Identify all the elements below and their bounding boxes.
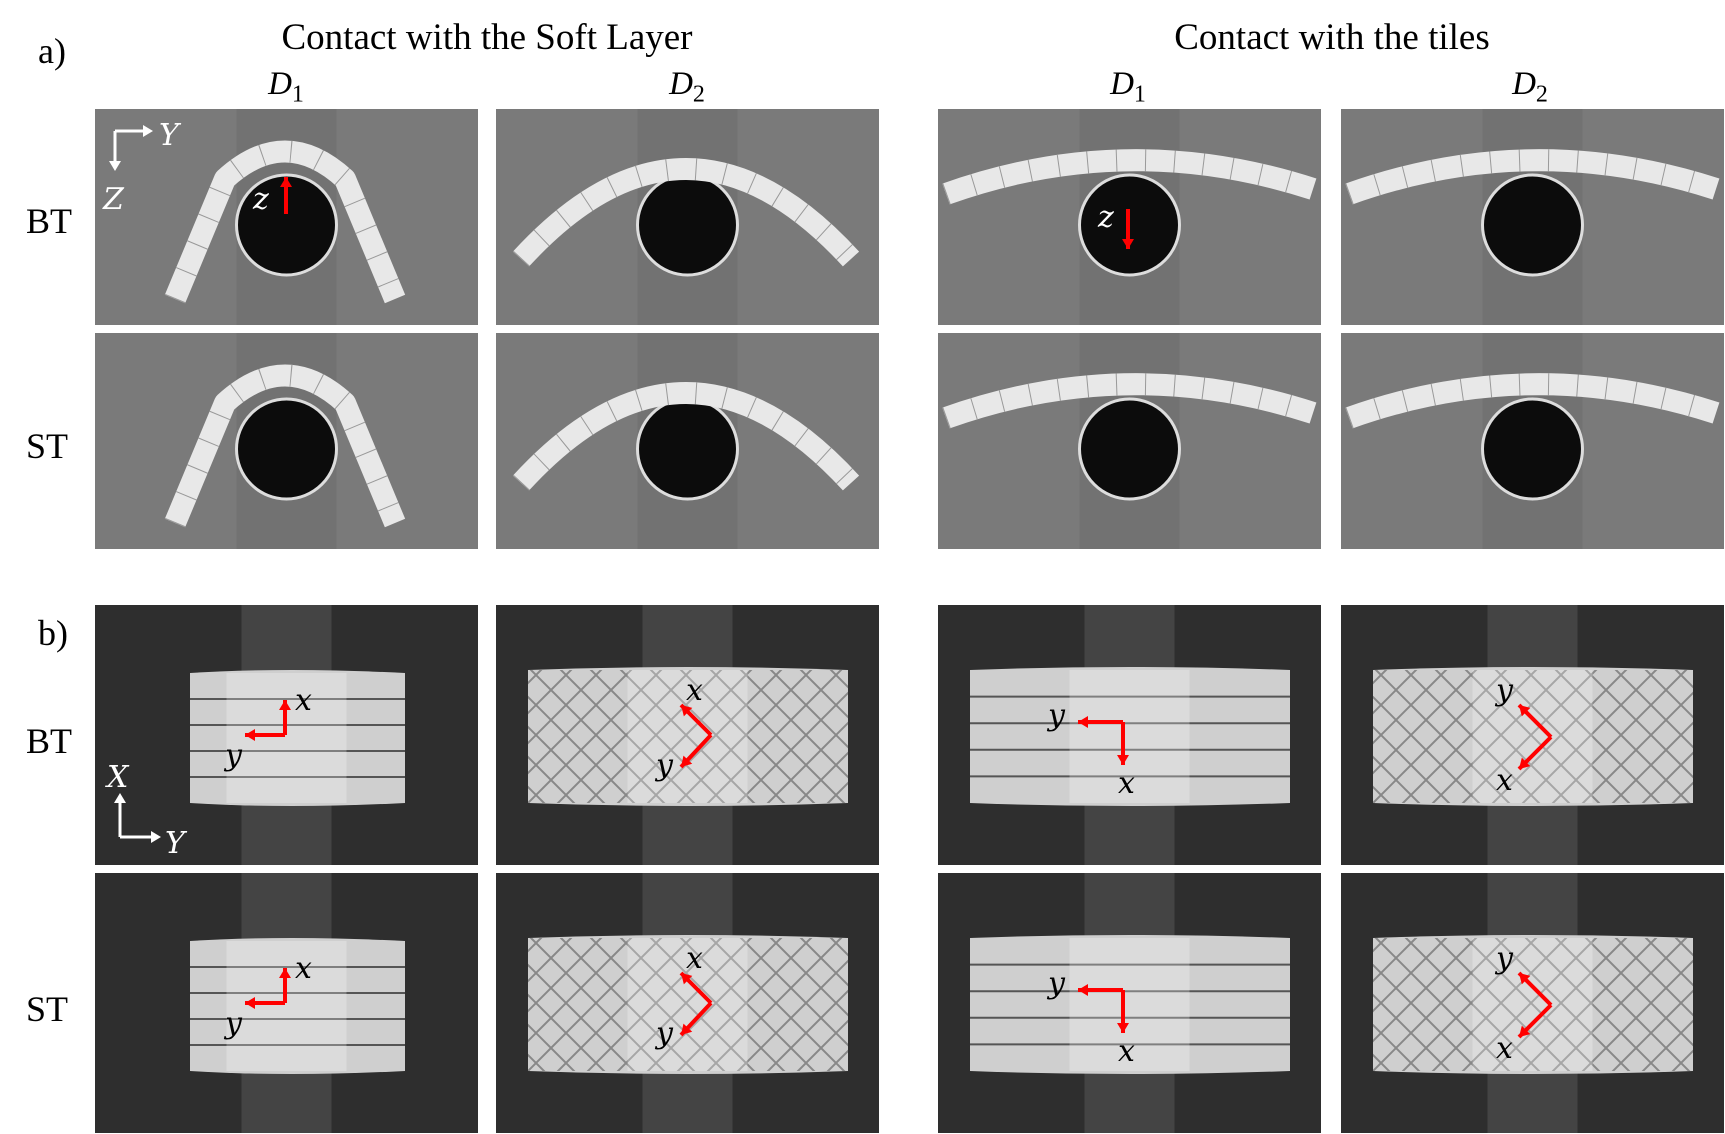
- local-axis-x-label: x: [686, 941, 703, 976]
- sample-top-view: [970, 935, 1290, 1074]
- sample-strip: [164, 140, 406, 304]
- local-axis-y-label: y: [1494, 941, 1514, 976]
- side-view-panel: z: [938, 109, 1321, 325]
- local-axis-z-label: z: [252, 182, 269, 217]
- local-axis-y-label: y: [1046, 698, 1066, 733]
- part-b-label: b): [38, 613, 68, 653]
- side-view-panel: [496, 333, 879, 549]
- global-axes-xy-icon: [114, 793, 161, 843]
- side-view-panel: [1341, 109, 1724, 325]
- row-label-b-st: ST: [26, 989, 69, 1029]
- group-header-tiles: Contact with the tiles: [1174, 17, 1490, 58]
- local-axis-y-label: y: [1046, 966, 1066, 1001]
- side-view-panel: [496, 109, 879, 325]
- sample-strip: [1345, 373, 1720, 429]
- local-axis-x-label: x: [1496, 1031, 1513, 1066]
- d-sub: 1: [291, 81, 304, 108]
- local-axis-z-label: z: [1097, 200, 1114, 235]
- side-view-panel: [1341, 333, 1724, 549]
- row-label-a-bt: BT: [26, 201, 73, 241]
- d-main: D: [268, 66, 292, 102]
- local-axis-y-label: y: [654, 1016, 674, 1051]
- sample-top-view: [190, 670, 405, 806]
- local-axis-x-label: x: [295, 683, 312, 718]
- local-axis-x-label: x: [295, 951, 312, 986]
- group-header-soft-layer: Contact with the Soft Layer: [281, 17, 693, 58]
- global-axis-z-label: Z: [102, 182, 125, 217]
- sample-top-view: [190, 938, 405, 1074]
- local-axis-x-label: x: [1496, 763, 1513, 798]
- d-sub: 1: [1133, 81, 1146, 108]
- local-axis-x-label: x: [1118, 766, 1135, 801]
- sample-strip: [164, 364, 406, 528]
- sample-strip: [512, 382, 860, 491]
- d-main: D: [1110, 66, 1134, 102]
- global-axis-y-label: Y: [159, 118, 182, 153]
- d-main: D: [1512, 66, 1536, 102]
- local-axis-x-label: x: [686, 673, 703, 708]
- global-axis-y-label: Y: [165, 826, 188, 861]
- side-view-panel: [95, 333, 478, 549]
- sample-strip: [942, 373, 1317, 429]
- part-a-label: a): [38, 31, 66, 71]
- sample-top-view: [970, 667, 1290, 806]
- row-label-a-st: ST: [26, 426, 69, 466]
- d-main: D: [669, 66, 693, 102]
- sample-strip: [942, 149, 1317, 205]
- local-axis-x-label: x: [1118, 1034, 1135, 1069]
- d-sub: 2: [692, 81, 705, 108]
- column-label-tiles-d2: D2: [1512, 66, 1548, 109]
- local-axis-y-label: y: [223, 738, 243, 773]
- global-axes-yz-icon: [109, 125, 153, 171]
- local-axis-y-label: y: [1494, 673, 1514, 708]
- global-axis-x-label: X: [105, 760, 130, 795]
- sample-strip: [512, 158, 860, 267]
- column-label-soft-d2: D2: [669, 66, 705, 109]
- side-view-panel: [938, 333, 1321, 549]
- local-axis-y-label: y: [654, 748, 674, 783]
- d-sub: 2: [1535, 81, 1548, 108]
- sample-strip: [1345, 149, 1720, 205]
- column-label-soft-d1: D1: [268, 66, 304, 109]
- row-label-b-bt: BT: [26, 721, 73, 761]
- column-label-tiles-d1: D1: [1110, 66, 1146, 109]
- local-axis-y-label: y: [223, 1006, 243, 1041]
